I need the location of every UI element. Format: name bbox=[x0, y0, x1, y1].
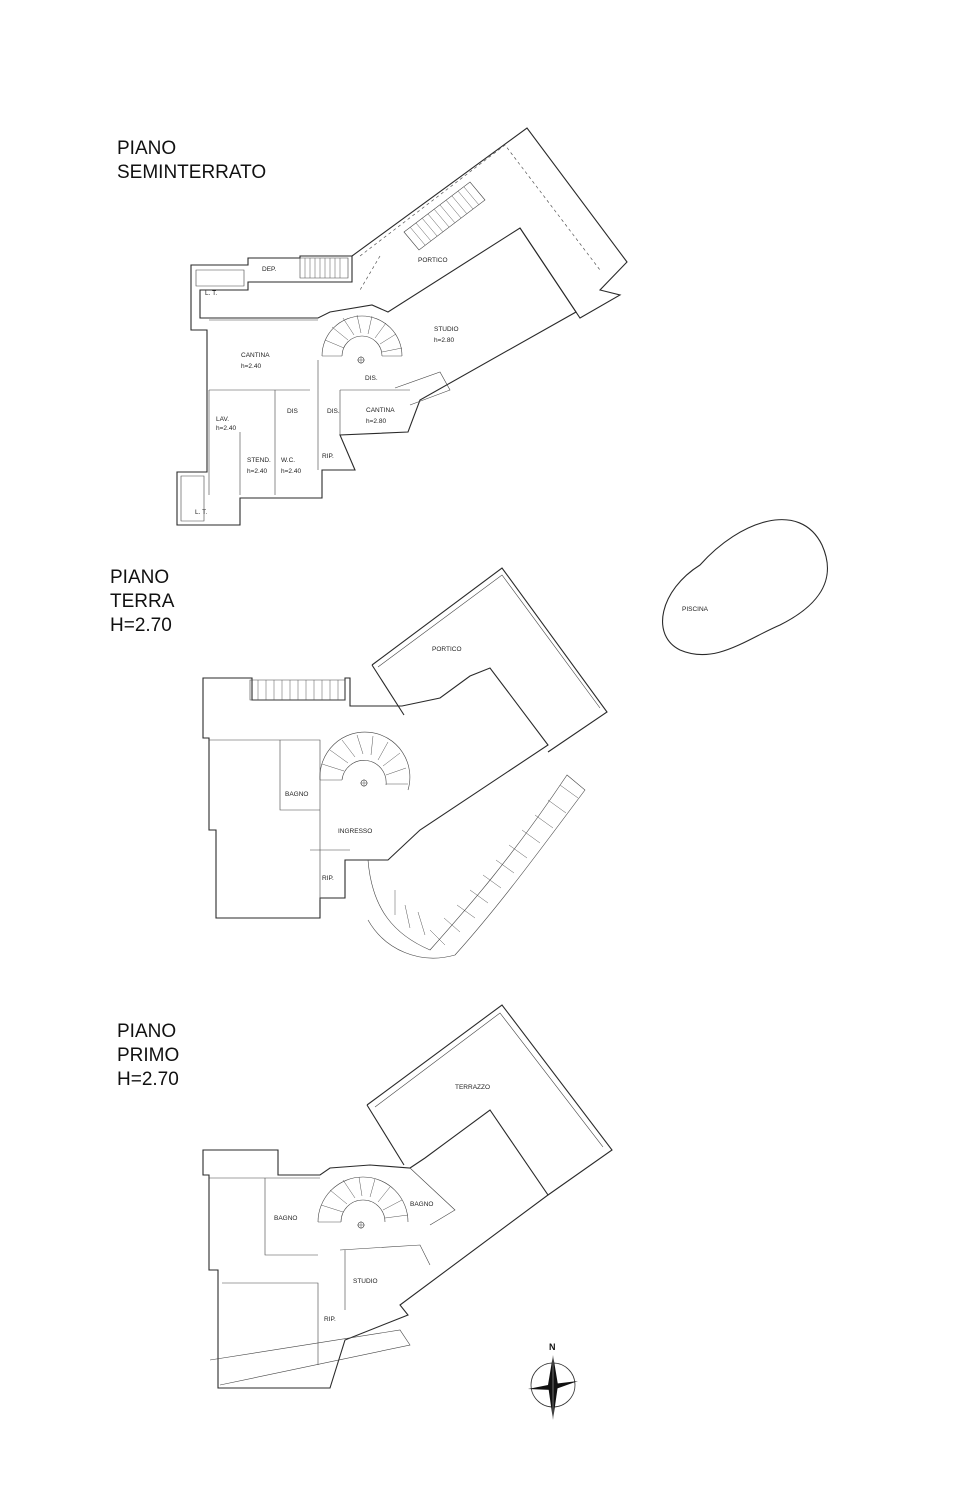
basement-spiral-stair bbox=[321, 314, 403, 364]
floor-title-first: PIANO PRIMO H=2.70 bbox=[117, 1020, 179, 1092]
room-label: BAGNO bbox=[410, 1201, 433, 1208]
room-label: W.C. bbox=[281, 457, 295, 464]
pool-outline bbox=[662, 519, 828, 656]
basement-inner-wall bbox=[208, 319, 451, 495]
room-label: STEND. bbox=[247, 457, 271, 464]
room-label: h=2.40 bbox=[281, 468, 301, 475]
floor-title-line: H=2.70 bbox=[117, 1069, 179, 1090]
basement-portico-outline bbox=[351, 127, 628, 319]
room-label: h=2.40 bbox=[247, 468, 267, 475]
first-spiral-stair bbox=[317, 1176, 409, 1229]
basement-stair-dep bbox=[299, 257, 349, 279]
room-label: STUDIO bbox=[434, 326, 459, 333]
room-label: BAGNO bbox=[285, 791, 308, 798]
first-terrazzo-outline bbox=[366, 1004, 613, 1196]
room-label: L. T. bbox=[205, 290, 217, 297]
floor-title-line: SEMINTERRATO bbox=[117, 162, 267, 183]
room-label: h=2.80 bbox=[434, 337, 454, 344]
room-label: L. T. bbox=[195, 509, 207, 516]
room-label: CANTINA bbox=[241, 352, 270, 359]
room-label: PORTICO bbox=[418, 257, 448, 264]
room-label: h=2.80 bbox=[366, 418, 386, 425]
room-label: h=2.40 bbox=[216, 425, 236, 432]
floor-title-line: PIANO bbox=[117, 1021, 177, 1042]
floor-title-line: PRIMO bbox=[117, 1045, 180, 1066]
floor-title-line: PIANO bbox=[117, 138, 177, 159]
floor-title-line: TERRA bbox=[110, 591, 175, 612]
north-arrow-icon: N bbox=[528, 1342, 578, 1420]
room-label: BAGNO bbox=[274, 1215, 297, 1222]
room-label: RIP. bbox=[322, 453, 334, 460]
room-label: RIP. bbox=[324, 1316, 336, 1323]
ground-spiral-stair bbox=[319, 731, 411, 791]
room-label: INGRESSO bbox=[338, 828, 372, 835]
north-label: N bbox=[549, 1342, 556, 1352]
ground-plan bbox=[202, 519, 828, 959]
floor-title-ground: PIANO TERRA H=2.70 bbox=[110, 566, 174, 638]
ground-portico-outline bbox=[371, 567, 608, 753]
room-label: DEP. bbox=[262, 266, 277, 273]
room-label: LAV. bbox=[216, 416, 229, 423]
room-label: PISCINA bbox=[682, 606, 709, 613]
basement-stair-portico bbox=[403, 181, 486, 251]
floor-title-line: PIANO bbox=[110, 567, 170, 588]
room-label: STUDIO bbox=[353, 1278, 378, 1285]
first-plan bbox=[202, 1004, 613, 1389]
room-label: CANTINA bbox=[366, 407, 395, 414]
floor-title-basement: PIANO SEMINTERRATO bbox=[117, 137, 266, 185]
room-label: TERRAZZO bbox=[455, 1084, 490, 1091]
floor-title-line: H=2.70 bbox=[110, 615, 172, 636]
room-label: DIS. bbox=[365, 375, 378, 382]
room-label: h=2.40 bbox=[241, 363, 261, 370]
room-labels: PORTICO DEP. L. T. STUDIO h=2.80 CANTINA… bbox=[195, 257, 709, 1323]
ground-stair-straight bbox=[249, 679, 346, 701]
room-label: RIP. bbox=[322, 875, 334, 882]
room-label: DIS. bbox=[327, 408, 340, 415]
first-outer-wall bbox=[202, 1109, 549, 1389]
ground-outer-wall bbox=[202, 667, 549, 919]
ground-exterior-stair bbox=[367, 774, 586, 959]
room-label: DIS bbox=[287, 408, 299, 415]
room-label: PORTICO bbox=[432, 646, 462, 653]
basement-plan bbox=[176, 127, 628, 526]
